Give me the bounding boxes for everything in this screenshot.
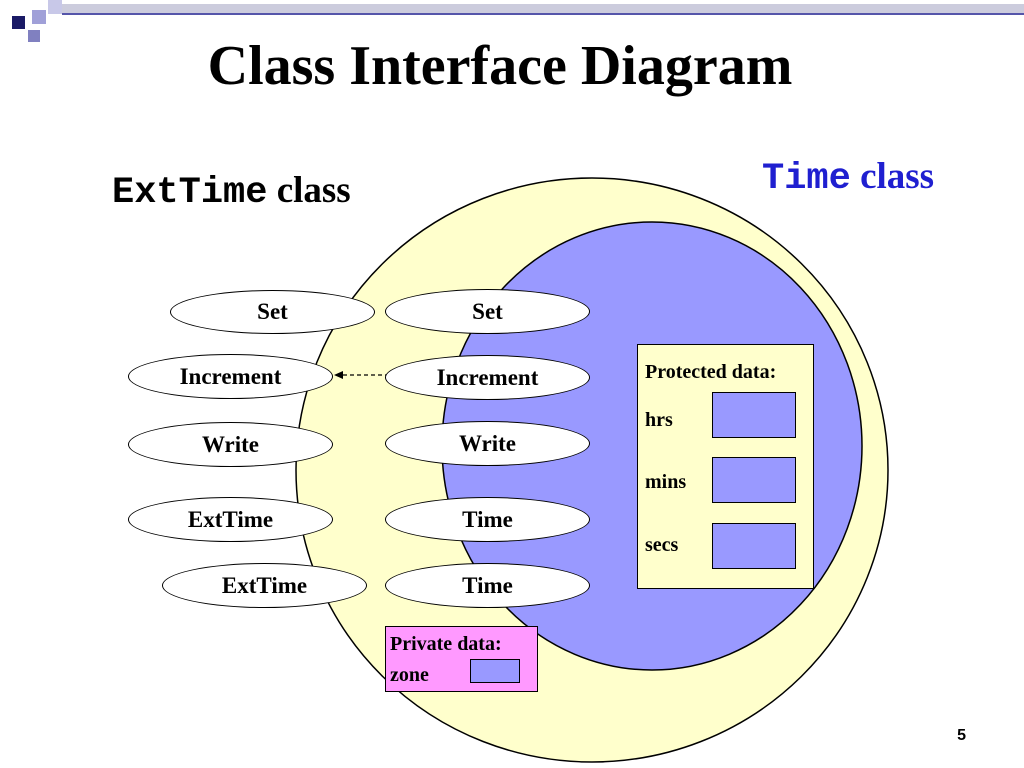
time-op-time-2: Time [385,563,590,608]
field-label-hrs: hrs [645,409,673,431]
slide-logo [0,0,1024,42]
page-number: 5 [957,727,966,744]
time-op-set: Set [385,289,590,334]
private-data-box: Private data: zone [385,626,538,692]
time-class-label: Time class [762,158,934,198]
field-value-hrs [712,392,796,438]
field-label-secs: secs [645,534,679,556]
field-label-mins: mins [645,471,687,493]
protected-data-box: Protected data: hrs mins secs [637,344,814,589]
time-op-increment: Increment [385,355,590,400]
ext-op-write: Write [128,422,333,467]
time-op-write: Write [385,421,590,466]
ext-class-word: class [276,170,351,211]
ext-op-set: Set [170,290,375,334]
time-class-word: class [860,156,935,197]
field-value-zone [470,659,520,683]
ext-op-exttime-2: ExtTime [162,563,367,608]
ext-class-code: ExtTime [112,172,268,214]
protected-data-heading: Protected data: [645,361,777,383]
time-class-code: Time [762,158,851,200]
field-value-secs [712,523,796,569]
ext-class-label: ExtTime class [112,172,351,212]
time-op-time-1: Time [385,497,590,542]
field-value-mins [712,457,796,503]
private-data-heading: Private data: [390,633,502,655]
arrow-head [334,371,343,379]
field-label-zone: zone [390,664,429,686]
ext-op-increment: Increment [128,354,333,399]
ext-op-exttime-1: ExtTime [128,497,333,542]
slide-title: Class Interface Diagram [207,35,793,97]
